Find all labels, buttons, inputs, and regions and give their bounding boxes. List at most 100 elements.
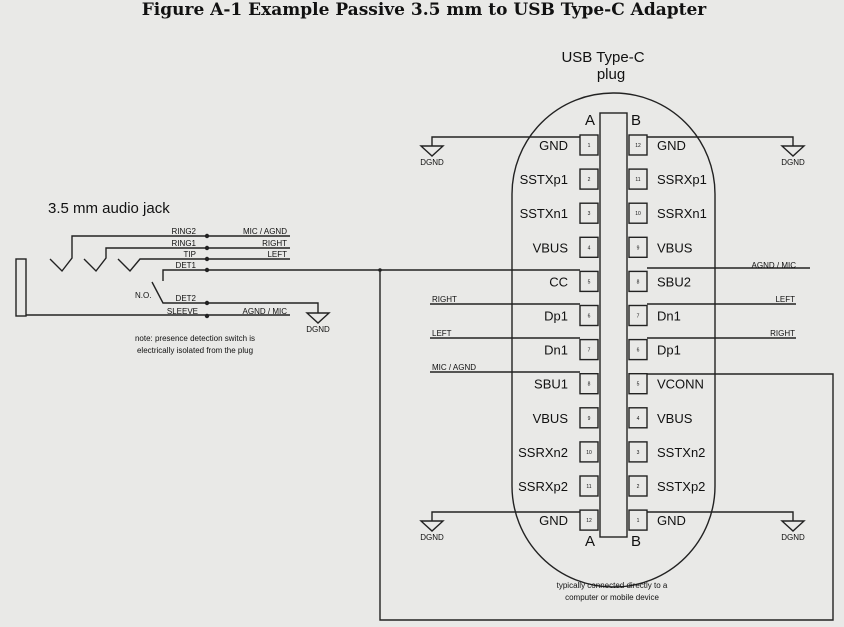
- pin-box: [579, 168, 599, 190]
- pin-box: [579, 509, 599, 531]
- wires: [207, 267, 834, 621]
- pin-number: 11: [586, 484, 591, 490]
- footer-line1: typically connected directly to a: [557, 581, 668, 590]
- pin-a: 7 Dn1: [544, 338, 599, 361]
- pin-box: [579, 202, 599, 224]
- side-a-bottom: A: [585, 533, 595, 550]
- pin-number: 6: [588, 314, 591, 320]
- pin-name: GND: [539, 513, 568, 528]
- ground-icon: [305, 312, 331, 324]
- side-b-top: B: [631, 112, 641, 129]
- pin-number: 7: [588, 348, 591, 354]
- pin-box: [579, 338, 599, 361]
- label-right-dp1: RIGHT: [432, 295, 457, 304]
- label-agnd-mic-cc: AGND / MIC: [752, 261, 797, 270]
- pin-number: 5: [637, 382, 640, 388]
- ground-symbol: DGND: [419, 520, 445, 542]
- signal-sleeve: AGND / MIC: [243, 307, 288, 316]
- label-left-dn1: LEFT: [775, 295, 795, 304]
- pin-number: 10: [635, 211, 641, 217]
- pin-number: 11: [635, 177, 640, 183]
- pin-number: 2: [637, 484, 640, 490]
- no-label: N.O.: [135, 291, 151, 300]
- plug-subtitle: plug: [597, 66, 625, 83]
- pin-number: 6: [637, 348, 640, 354]
- side-a-top: A: [585, 112, 595, 129]
- pin-name: Dp1: [657, 343, 681, 358]
- pin-number: 7: [637, 314, 640, 320]
- ground-symbol: DGND: [780, 145, 806, 167]
- pin-box: [579, 373, 599, 395]
- pin-name: SSTXn2: [657, 445, 705, 460]
- pin-a: 5CC: [549, 270, 599, 293]
- pin-name: VBUS: [533, 240, 569, 255]
- pin-a: 8 SBU1: [534, 373, 599, 395]
- pin-box: [628, 134, 648, 156]
- pin-box: [579, 441, 599, 463]
- pin-number: 8: [588, 382, 591, 388]
- pin-box: [628, 407, 648, 429]
- pin-box: [628, 236, 648, 259]
- pin-name: GND: [657, 138, 686, 153]
- pin-number: 5: [588, 279, 591, 285]
- pin-sleeve: SLEEVE: [167, 307, 198, 316]
- pin-number: 3: [588, 211, 591, 217]
- pin-box: [628, 270, 648, 293]
- pin-b: 2 SSTXp2: [628, 475, 705, 497]
- pin-name: VBUS: [657, 240, 693, 255]
- plug-outline: [511, 92, 716, 588]
- pin-name: SSTXp1: [520, 172, 568, 187]
- pin-box: [579, 270, 599, 293]
- ground-symbol: DGND: [780, 520, 806, 542]
- pin-a: 6 Dp1: [544, 304, 599, 327]
- pin-name: SBU1: [534, 377, 568, 392]
- label-mic-agnd-sbu1: MIC / AGND: [432, 363, 476, 372]
- jack-title: 3.5 mm audio jack: [48, 200, 170, 217]
- pin-box: [579, 407, 599, 429]
- pin-name: Dn1: [657, 309, 681, 324]
- dgnd-label: DGND: [420, 158, 444, 167]
- pin-a: 12 GND: [539, 509, 599, 531]
- pin-box: [628, 168, 648, 190]
- pin-number: 12: [635, 143, 641, 149]
- pin-box: [579, 134, 599, 156]
- pin-name: Dn1: [544, 343, 568, 358]
- pin-name: SSRXp1: [657, 172, 707, 187]
- pin-box: [579, 475, 599, 497]
- pin-name: SSTXp2: [657, 479, 705, 494]
- pin-name: GND: [539, 138, 568, 153]
- pin-number: 9: [637, 245, 640, 251]
- ground-icon: [419, 145, 445, 157]
- pin-det1: DET1: [176, 261, 197, 270]
- pin-box: [628, 509, 648, 531]
- pin-number: 1: [588, 143, 591, 149]
- pin-box: [628, 373, 648, 395]
- pin-det2: DET2: [176, 294, 197, 303]
- pin-box: [628, 202, 648, 224]
- pin-name: VBUS: [533, 411, 569, 426]
- figure-title: Figure A-1 Example Passive 3.5 mm to USB…: [142, 0, 708, 20]
- label-left-dn1-a: LEFT: [432, 329, 452, 338]
- dgnd-label: DGND: [781, 533, 805, 542]
- jack-symbol: [15, 235, 319, 317]
- pin-number: 12: [586, 518, 592, 524]
- ground-icon: [780, 145, 806, 157]
- pin-name: Dp1: [544, 309, 568, 324]
- pin-b: 12 GND: [628, 134, 686, 156]
- dgnd-label: DGND: [781, 158, 805, 167]
- pin-box: [628, 304, 648, 327]
- pin-number: 2: [588, 177, 591, 183]
- pin-name: VBUS: [657, 411, 693, 426]
- note-line2: electrically isolated from the plug: [137, 346, 253, 355]
- pin-name: SSRXn1: [657, 206, 707, 221]
- pin-box: [579, 236, 599, 259]
